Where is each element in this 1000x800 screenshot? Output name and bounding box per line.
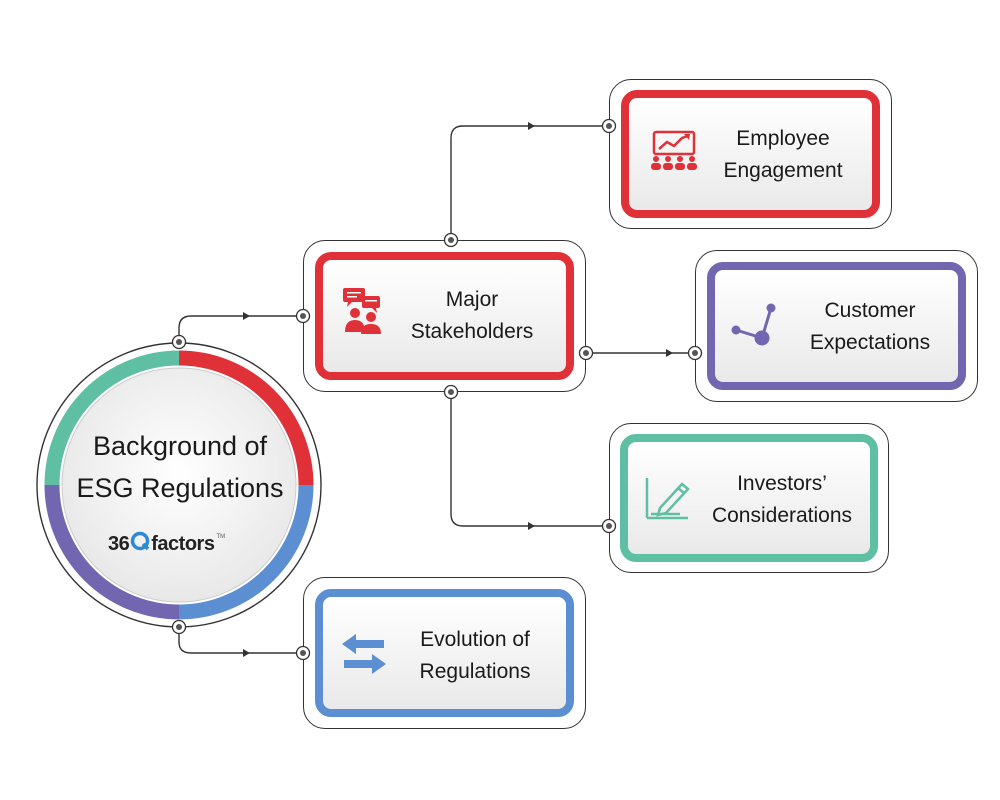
arrowhead [528,522,535,530]
center-title: Background of ESG Regulations [76,431,284,503]
ring-segment-red [178,350,314,486]
connector-dot [171,619,187,635]
exchange-arrows-icon [340,632,388,678]
node-customer [707,262,966,390]
arrowhead [528,122,535,130]
connector-center-to-stakeholders [178,315,303,342]
brand-logo: 36 factors TM [108,530,248,558]
connector-center-to-evolution [178,627,303,654]
speaking-people-icon [340,286,386,338]
logo-q-mark [130,531,150,557]
connector-dot [171,334,187,350]
logo-number: 36 [108,532,130,555]
ring-segment-blue [178,484,314,620]
node-customer-label: Customer Expectations [809,299,931,354]
node-connection-icon [726,300,778,348]
node-investors [620,434,878,562]
logo-trademark: TM [216,534,226,540]
node-employee-label: Employee Engagement [723,127,843,182]
node-evolution [315,589,574,717]
node-stakeholders [315,252,574,380]
presentation-audience-icon [648,130,700,172]
pencil-chart-icon [642,474,692,524]
arrowhead [243,312,250,320]
center-node-fill [62,368,296,602]
arrowhead [666,349,673,357]
arrowhead [243,649,250,657]
node-stakeholders-label: Major Stakeholders [410,288,534,343]
connector-stakeholders-to-employee [450,125,608,240]
logo-word: factors [151,532,215,555]
connector-stakeholders-to-investors [450,392,608,527]
node-investors-label: Investors’ Considerations [711,472,853,527]
ring-segment-green [44,350,180,486]
ring-segment-purple [44,484,180,620]
node-evolution-label: Evolution of Regulations [419,628,531,683]
